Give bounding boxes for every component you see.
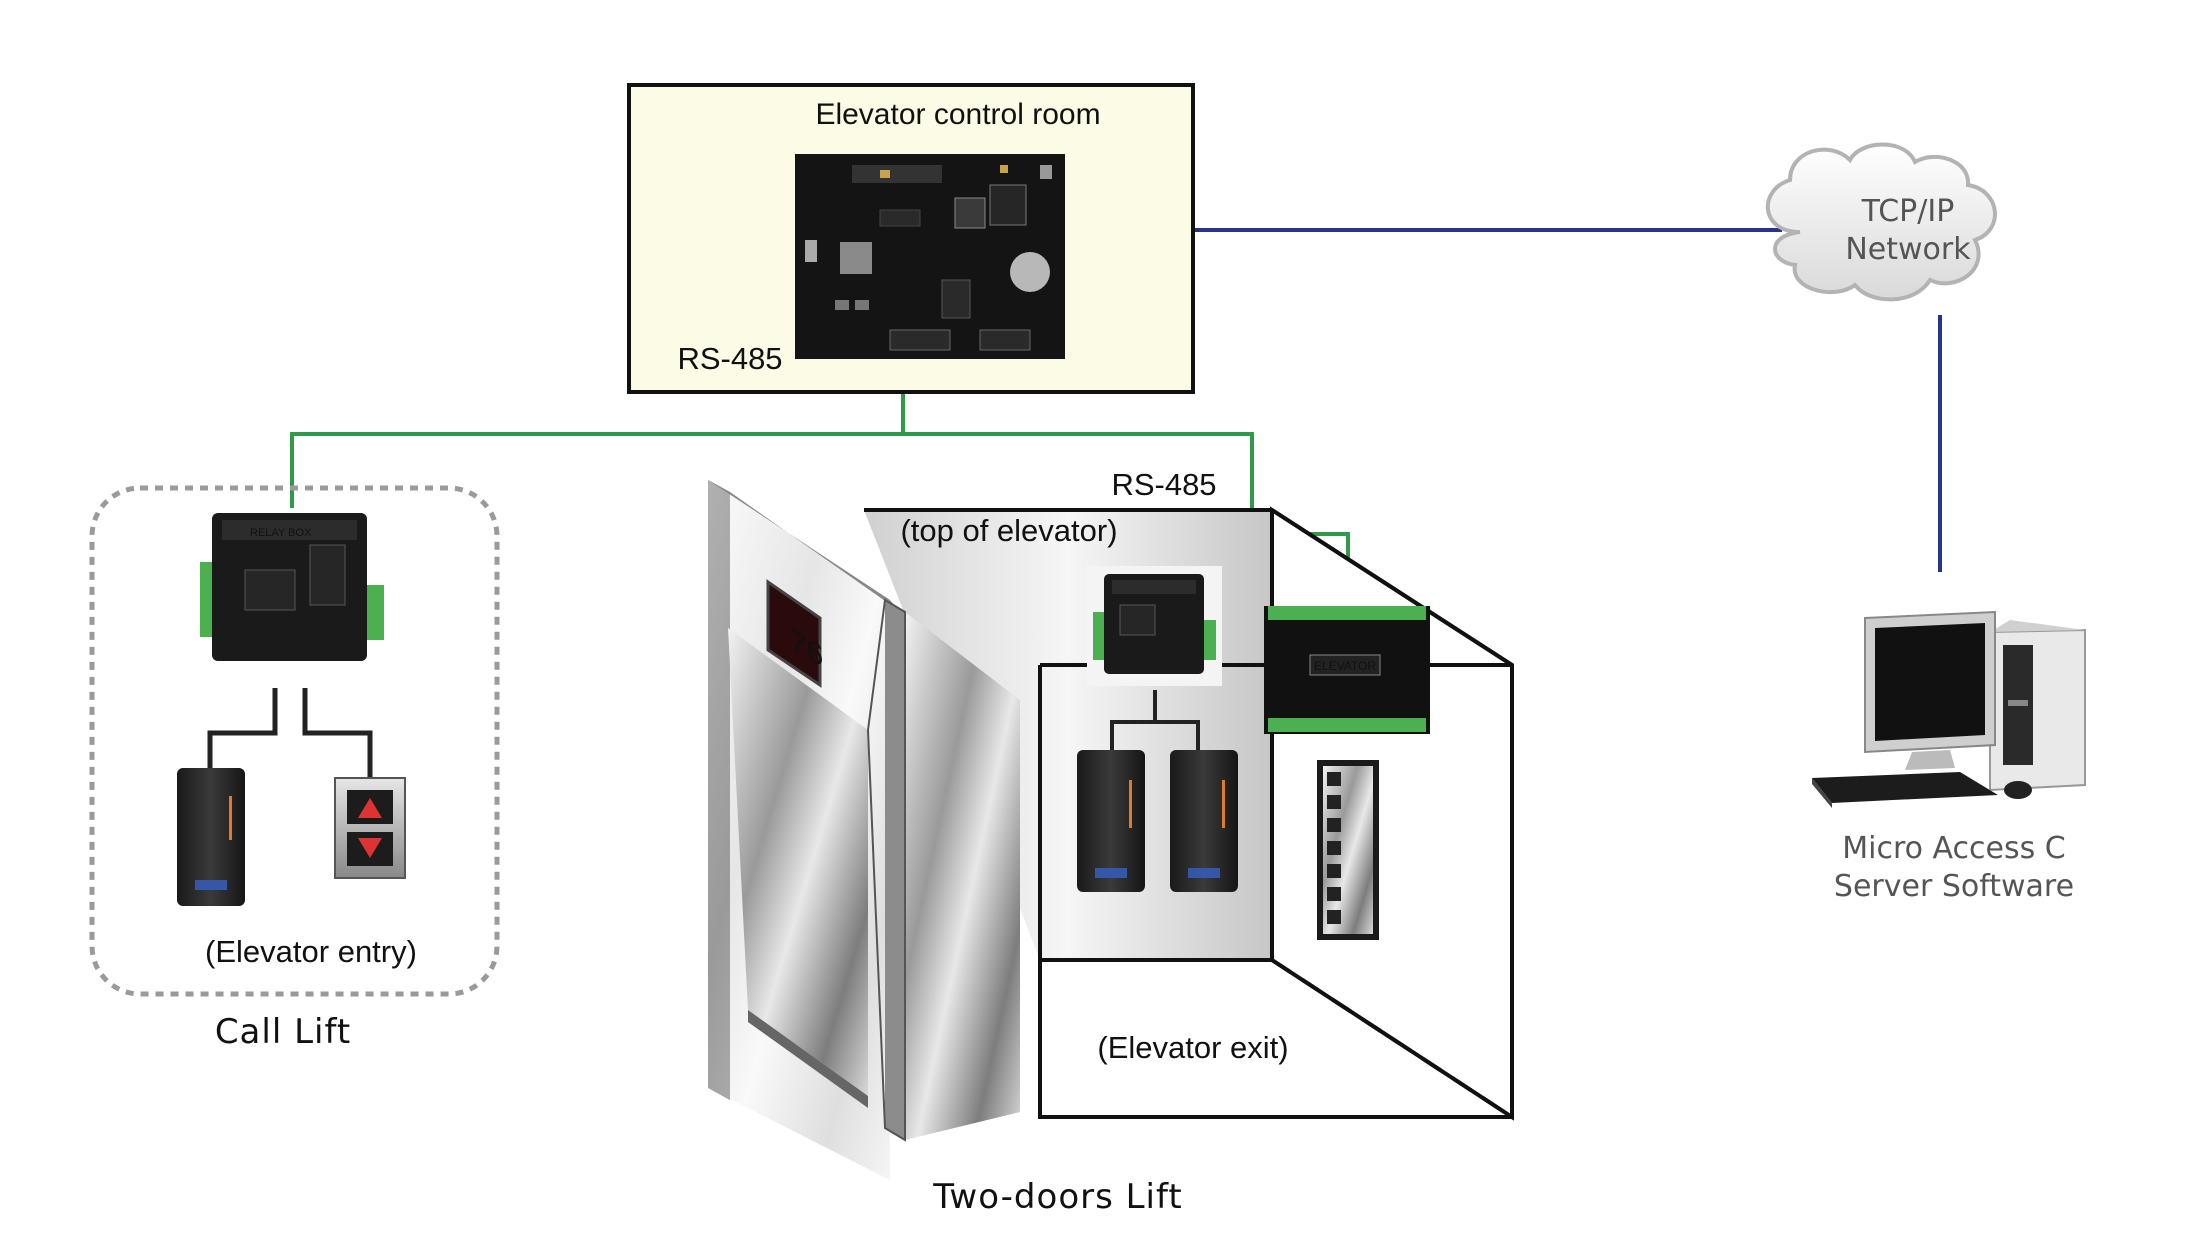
relay-box-lift-icon: [1087, 566, 1222, 686]
card-reader-icon: [1170, 750, 1238, 892]
floor-button-panel-icon: [1317, 760, 1379, 940]
pcb-controller-icon: [795, 154, 1065, 359]
two-doors-lift: 76 RS-485 (top of elevator) ELEVATOR: [708, 467, 1514, 1180]
rs485-lift-label: RS-485: [1111, 467, 1216, 502]
tcpip-wiring: [1193, 228, 1942, 572]
call-lift-label: Call Lift: [215, 1012, 351, 1052]
desktop-computer-icon: [1812, 610, 2086, 808]
elevator-exit-label: (Elevator exit): [1097, 1030, 1288, 1065]
network-label-line2: Network: [1845, 232, 1971, 267]
two-doors-lift-label: Two-doors Lift: [932, 1177, 1182, 1217]
elevator-io-board-icon: ELEVATOR: [1264, 606, 1430, 734]
lift-dashed-floor: [1270, 958, 1514, 1119]
card-reader-icon: [1077, 750, 1145, 892]
control-room: Elevator control room RS-485: [627, 83, 1195, 394]
call-lift-dashed-box: [89, 485, 500, 997]
network-label-line1: TCP/IP: [1861, 194, 1955, 229]
call-lift-branch-wires: [207, 688, 373, 778]
lift-front-frame: [1038, 665, 1512, 1119]
card-reader-icon: [177, 768, 245, 906]
top-of-elevator-label: (top of elevator): [900, 513, 1117, 548]
rs485-lift-wire: [903, 432, 1254, 534]
relay-box-icon: RELAY BOX: [200, 513, 384, 661]
relay-box-text: RELAY BOX: [250, 527, 312, 539]
lift-reader-branch-wires: [1110, 690, 1200, 752]
entrance-door-slab: [708, 480, 898, 1180]
lift-right-wall: [1270, 506, 1514, 1121]
exit-door-slab: [866, 598, 1020, 1142]
control-room-label: Elevator control room: [815, 98, 1100, 131]
elevator-board-text: ELEVATOR: [1314, 659, 1376, 673]
rs485-room-label: RS-485: [677, 341, 782, 376]
cloud-icon: TCP/IP Network: [1765, 142, 1997, 302]
up-down-call-button-icon: [334, 777, 406, 879]
lift-top-frame: [864, 508, 1514, 667]
software-label-line2: Server Software: [1834, 869, 2074, 904]
rs485-main-wire: [290, 362, 905, 508]
floor-display: 76: [766, 579, 823, 688]
elevator-entry-label: (Elevator entry): [205, 934, 417, 969]
call-lift-group: RELAY BOX (Elevator entry): [89, 485, 500, 997]
software-label-line1: Micro Access C: [1842, 831, 2065, 866]
